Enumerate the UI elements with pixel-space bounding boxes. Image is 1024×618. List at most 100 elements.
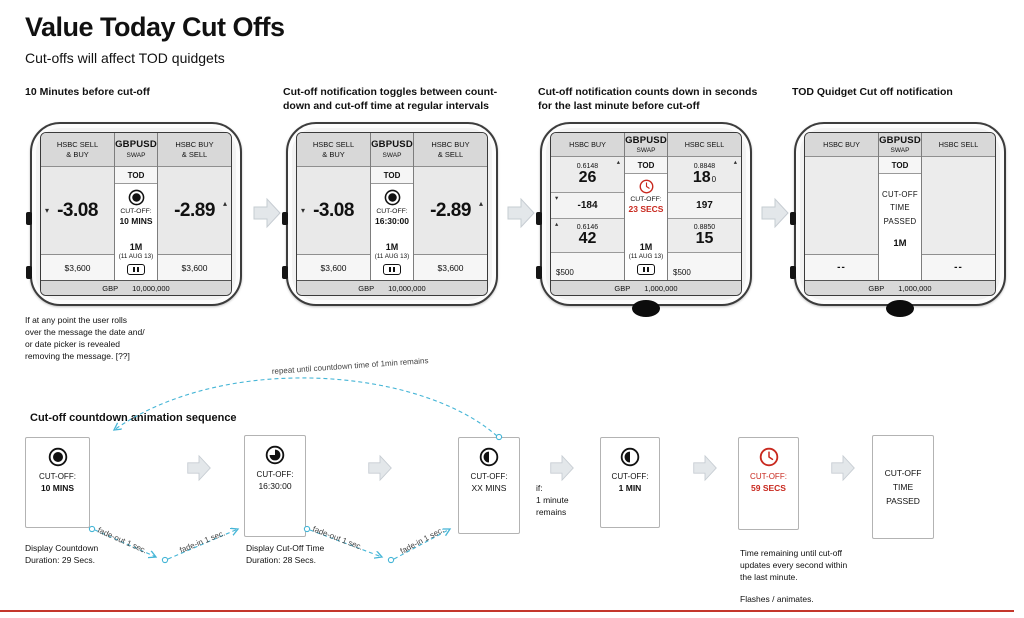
- currency-pair: GBPUSD: [879, 135, 921, 146]
- sell-panel: HSBC SELL ▴ 0.8848 180 197 0.8850 15 $50…: [668, 133, 741, 280]
- quidget-toggle-cutoff-time: HSBC SELL & BUY ▾ -3.08 $3,600 GBPUSD SW…: [282, 122, 498, 306]
- buy-price: -2.89: [174, 199, 215, 221]
- device-side-button-icon: [536, 212, 542, 225]
- cutoff-label: CUT-OFF:: [256, 470, 294, 479]
- device-side-button-icon: [26, 212, 32, 225]
- up-triangle-icon: ▴: [733, 159, 737, 166]
- countdown-clock-icon: [128, 189, 145, 206]
- currency-pair: GBPUSD: [371, 138, 413, 150]
- footer-currency: GBP: [868, 283, 885, 293]
- price-up-triangle-icon: ▴: [222, 198, 227, 208]
- price-area[interactable]: ▾ -3.08: [297, 167, 370, 254]
- tenor: 1M: [893, 237, 907, 249]
- widget-footer: GBP 10,000,000: [41, 280, 231, 295]
- price-down-triangle-icon: ▾: [45, 205, 50, 215]
- flow-arrow-icon: [549, 452, 575, 484]
- panel-title: HSBC BUY: [569, 140, 606, 149]
- cutoff-passed-message: CUT-OFF TIME PASSED: [882, 190, 918, 226]
- price-placeholder: --: [922, 254, 995, 280]
- device-side-button-icon: [790, 212, 796, 225]
- empty-price-area: [805, 157, 878, 254]
- caption-widget-1: 10 Minutes before cut-off: [25, 86, 150, 98]
- sequence-heading: Cut-off countdown animation sequence: [30, 412, 237, 424]
- empty-price-area: [922, 157, 995, 254]
- tenor-date: (11 AUG 13): [628, 253, 664, 260]
- device-stand-icon: [886, 300, 914, 317]
- up-triangle-icon: ▴: [555, 221, 559, 228]
- anim-card-countdown: CUT-OFF: 10 MINS: [25, 437, 90, 528]
- fade-node-icon: [161, 556, 169, 564]
- cutoff-label: CUT-OFF:: [611, 472, 649, 481]
- device-side-button-icon: [790, 266, 796, 279]
- price-area[interactable]: ▴ -2.89: [414, 167, 487, 254]
- info-panel: GBPUSD SWAP TOD CUT-OFF TIME PASSED 1M: [878, 133, 922, 280]
- repeat-loop-arrow: [114, 377, 498, 437]
- footer-notional: 1,000,000: [898, 283, 932, 293]
- anim-card-59-secs: CUT-OFF: 59 SECS: [738, 437, 799, 530]
- buy-rate-bottom[interactable]: ▴ 0.6146 42: [551, 219, 624, 253]
- flow-arrow-icon: [760, 195, 790, 231]
- sell-rate-bottom[interactable]: 0.8850 15: [668, 219, 741, 253]
- pause-button[interactable]: [637, 264, 655, 275]
- tenor-date: (11 AUG 13): [374, 253, 410, 260]
- panel-subtitle: & SELL: [437, 149, 464, 159]
- fade-node-icon: [88, 525, 96, 533]
- fade-in-arrow: [167, 529, 238, 560]
- sell-price: -3.08: [313, 199, 354, 221]
- cutoff-passed-message: CUT-OFF TIME PASSED: [884, 467, 922, 506]
- caption-widget-3: Cut-off notification counts down in seco…: [538, 86, 758, 112]
- sell-rate-top[interactable]: ▴ 0.8848 180: [668, 157, 741, 193]
- footer-notional: 1,000,000: [644, 283, 678, 293]
- tod-label: TOD: [371, 167, 413, 184]
- buy-price: -2.89: [430, 199, 471, 221]
- fade-out-label: fade-out 1 sec.: [96, 526, 148, 556]
- buy-panel: HSBC BUY ▴ 0.6148 26 ▾ -184 ▴ 0.6146 42 …: [551, 133, 624, 280]
- rate-big: 26: [578, 168, 597, 186]
- buy-amount: $3,600: [414, 254, 487, 280]
- rollover-note: If at any point the user rolls over the …: [25, 315, 145, 361]
- price-up-triangle-icon: ▴: [478, 198, 483, 208]
- price-down-triangle-icon: ▾: [301, 205, 306, 215]
- footer-currency: GBP: [102, 283, 119, 293]
- device-side-button-icon: [282, 212, 288, 225]
- swap-points: ▾ -184: [551, 193, 624, 219]
- repeat-label: repeat until countdown time of 1min rema…: [272, 356, 429, 376]
- product-type: SWAP: [636, 147, 656, 154]
- widget-footer: GBP 1,000,000: [551, 280, 741, 295]
- product-type: SWAP: [126, 151, 146, 159]
- quidget-screen: HSBC BUY -- GBPUSD SWAP TOD CUT-OFF TIME…: [804, 132, 996, 296]
- flow-arrow-icon: [186, 452, 212, 484]
- cutoff-label: CUT-OFF:: [630, 196, 662, 203]
- caption-widget-4: TOD Quidget Cut off notification: [792, 86, 953, 98]
- buy-rate-top[interactable]: ▴ 0.6148 26: [551, 157, 624, 193]
- tenor: 1M: [385, 242, 399, 252]
- pip-digit: 0: [711, 174, 717, 184]
- page-title: Value Today Cut Offs: [25, 12, 285, 42]
- clock-red-icon: [759, 447, 779, 467]
- page-edge-line: [0, 610, 1014, 612]
- price-area[interactable]: ▴ -2.89: [158, 167, 231, 254]
- buy-panel: HSBC BUY --: [805, 133, 878, 280]
- price-area[interactable]: ▾ -3.08: [41, 167, 114, 254]
- cutoff-label: CUT-OFF:: [376, 208, 408, 215]
- rate-big: 42: [578, 229, 597, 247]
- info-panel: GBPUSD SWAP TOD CUT-OFF: 16:30:00 1M (11…: [370, 133, 414, 280]
- clock-full-icon: [48, 447, 68, 467]
- pause-button[interactable]: [383, 264, 401, 275]
- panel-amount: $500: [668, 253, 741, 280]
- panel-title: HSBC BUY: [823, 140, 860, 149]
- info-panel: GBPUSD SWAP TOD CUT-OFF: 10 MINS 1M (11 …: [114, 133, 158, 280]
- points-value: 197: [696, 200, 713, 211]
- fade-in-label: fade-in 1 sec.: [399, 525, 446, 555]
- product-type: SWAP: [890, 147, 910, 154]
- buy-sell-panel: HSBC BUY & SELL ▴ -2.89 $3,600: [158, 133, 231, 280]
- pause-button[interactable]: [127, 264, 145, 275]
- tenor: 1M: [129, 242, 143, 252]
- note-countdown-duration: Display Countdown Duration: 29 Secs.: [25, 543, 99, 565]
- quidget-screen: HSBC SELL & BUY ▾ -3.08 $3,600 GBPUSD SW…: [40, 132, 232, 296]
- sell-buy-panel: HSBC SELL & BUY ▾ -3.08 $3,600: [41, 133, 114, 280]
- quidget-screen: HSBC BUY ▴ 0.6148 26 ▾ -184 ▴ 0.6146 42 …: [550, 132, 742, 296]
- page-subtitle: Cut-offs will affect TOD quidgets: [25, 50, 225, 66]
- clock-half-icon: [479, 447, 499, 467]
- sell-buy-panel: HSBC SELL & BUY ▾ -3.08 $3,600: [297, 133, 370, 280]
